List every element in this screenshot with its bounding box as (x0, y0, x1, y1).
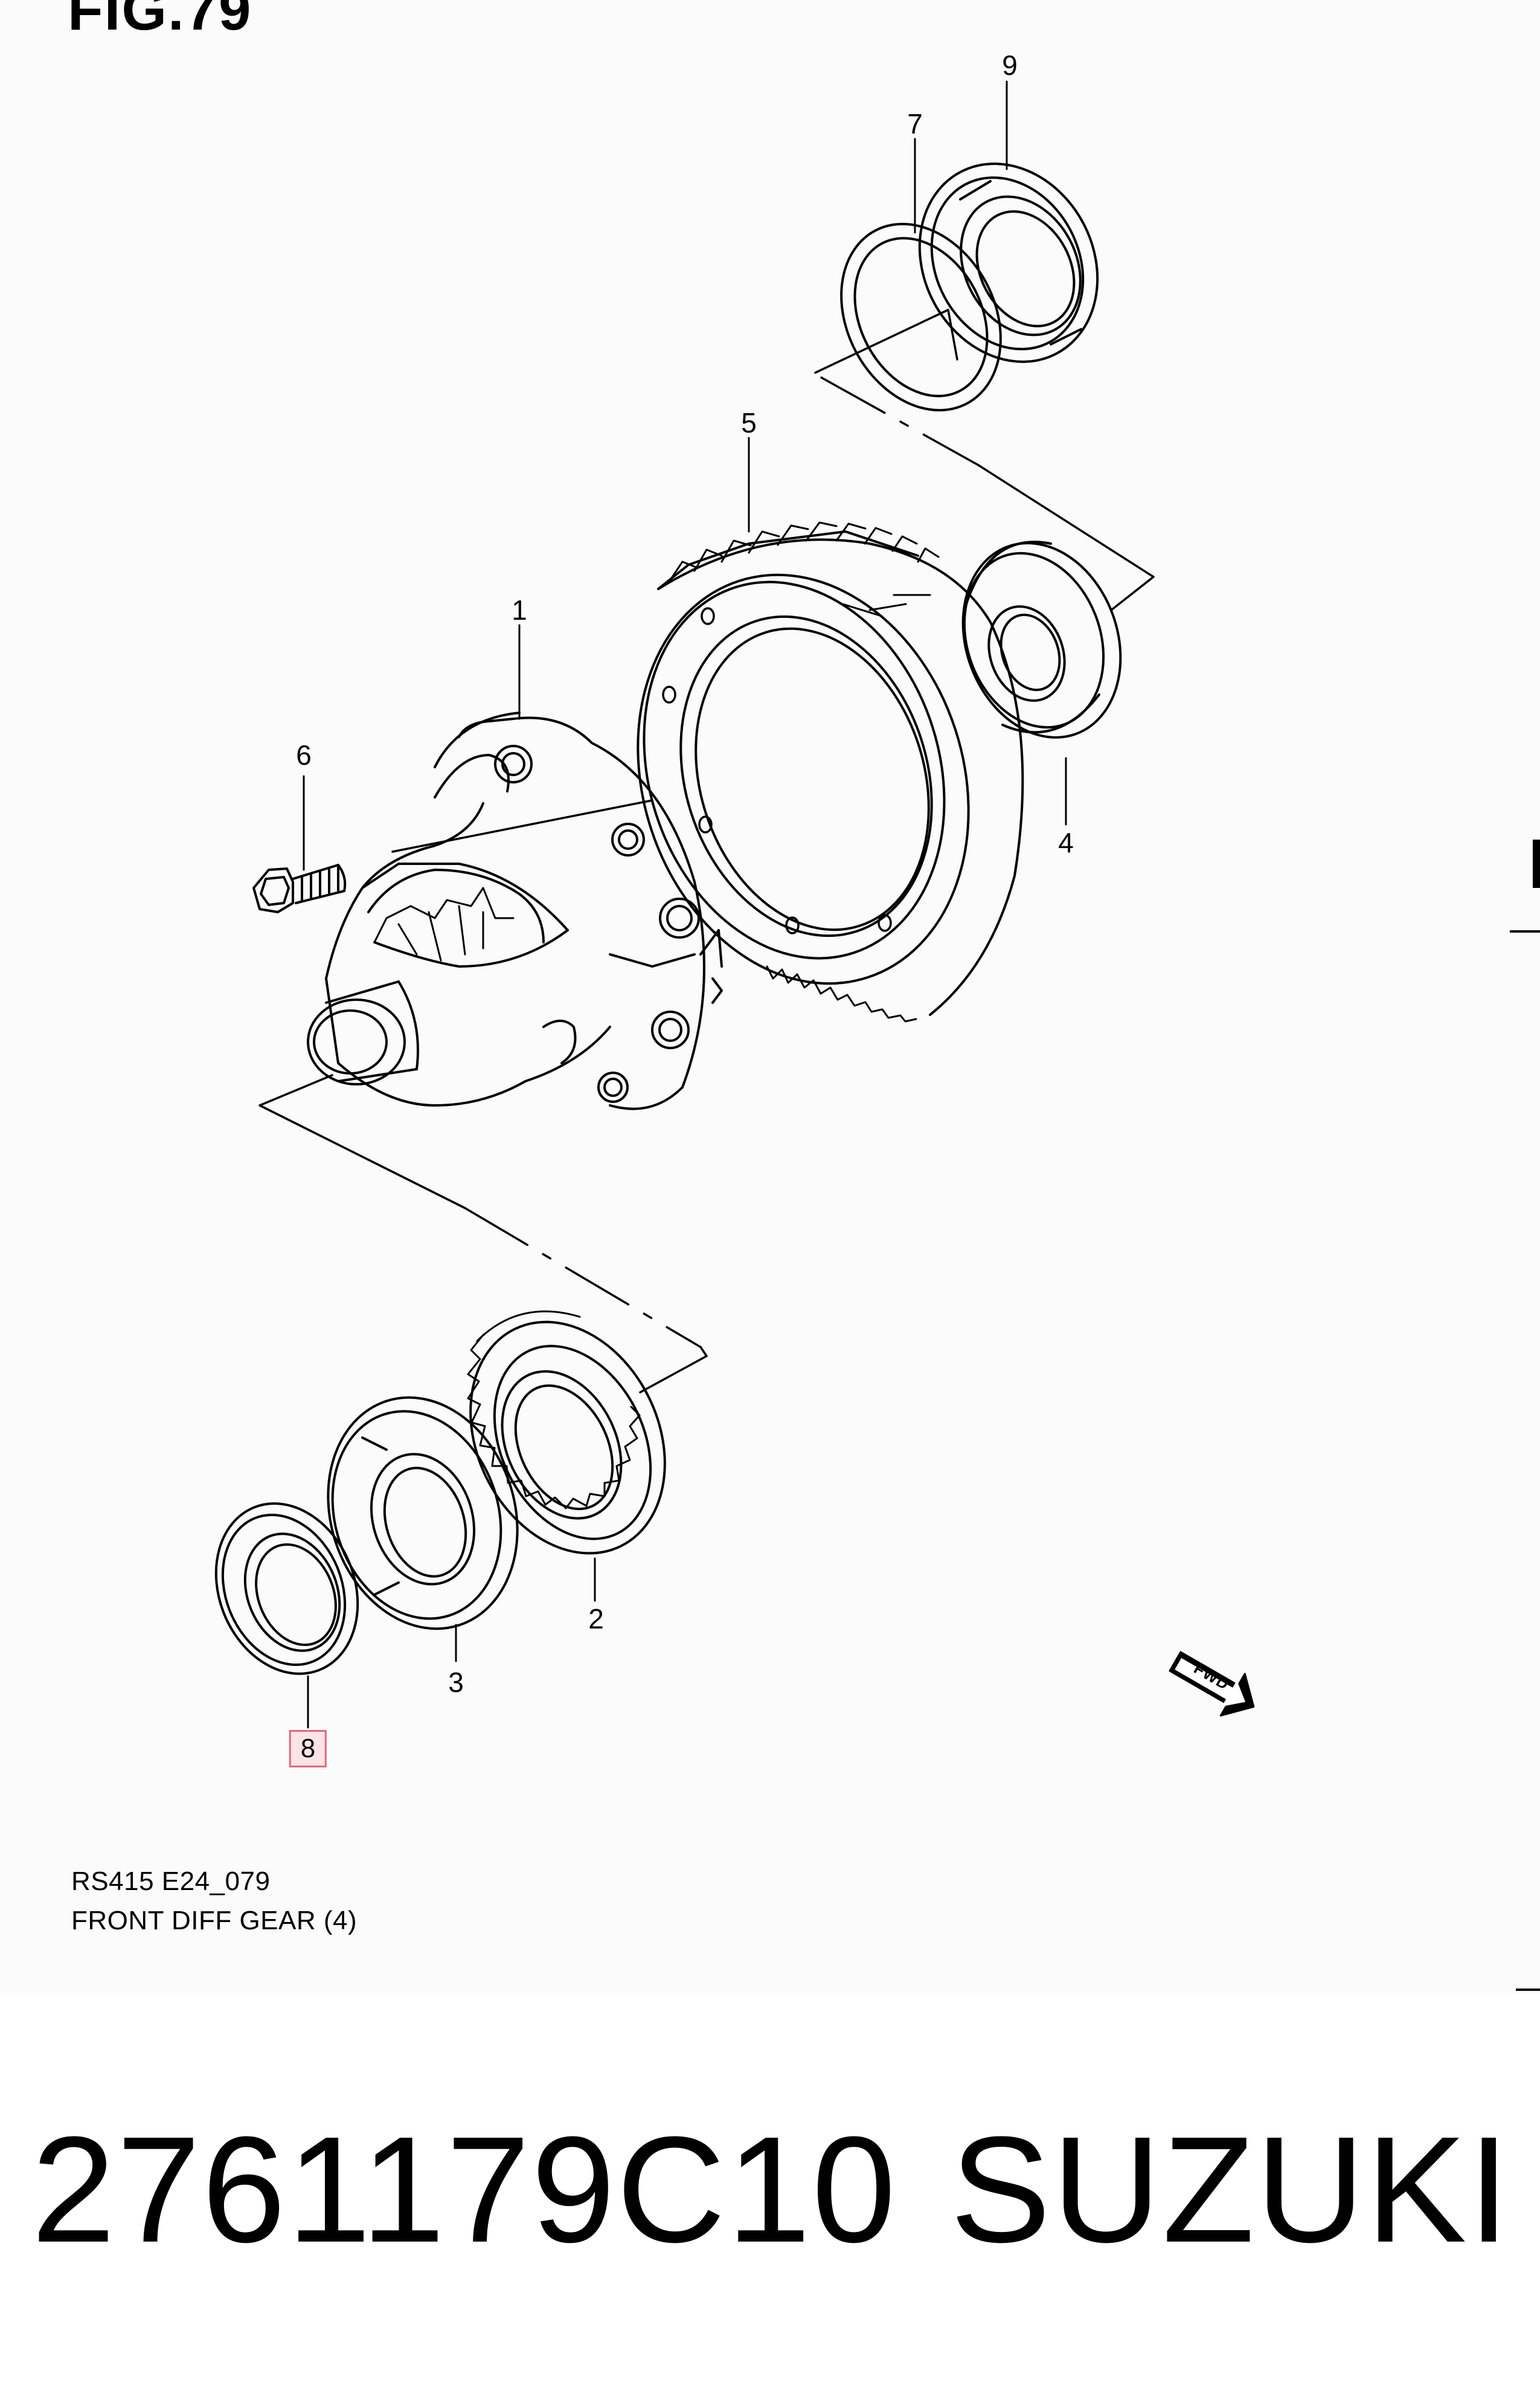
diagram-code: RS415 E24_079 (71, 1866, 271, 1896)
side-gear-2 (467, 1310, 666, 1555)
guide-line-lower-right (639, 1346, 708, 1394)
edge-mark-bottom (1516, 1989, 1540, 1991)
bolt-6 (252, 864, 347, 913)
callout-4[interactable]: 4 (1058, 827, 1074, 858)
guide-line-upper-left (814, 309, 958, 374)
edge-mark-mid (1510, 930, 1540, 933)
callout-3[interactable]: 3 (448, 1667, 464, 1698)
exploded-diagram (214, 80, 1255, 1729)
guide-line-upper-right (977, 464, 1155, 611)
figure-title: FIG.79 (68, 0, 252, 42)
assembly-guide-lines (258, 309, 1155, 1394)
differential-case-1 (307, 712, 723, 1110)
callout-2[interactable]: 2 (588, 1603, 604, 1635)
bearing-lower-3 (327, 1396, 519, 1630)
callout-5[interactable]: 5 (741, 407, 757, 439)
oil-seal-upper-9 (918, 162, 1099, 363)
oil-seal-lower-8 (214, 1502, 359, 1675)
guide-line-lower (464, 1207, 702, 1348)
guide-line-upper (820, 376, 980, 466)
callout-8-highlighted[interactable]: 8 (289, 1730, 327, 1767)
fwd-arrow-icon (1169, 1651, 1255, 1717)
callout-1[interactable]: 1 (512, 594, 527, 626)
edge-mark-top (1533, 840, 1540, 888)
product-line: 2761179C10 SUZUKI (31, 2114, 1511, 2265)
diagram-name: FRONT DIFF GEAR (4) (71, 1906, 358, 1935)
part-number: 2761179C10 (31, 2105, 897, 2274)
callout-6[interactable]: 6 (296, 739, 312, 771)
guide-line-lower-left (258, 1074, 466, 1209)
callout-9[interactable]: 9 (1002, 50, 1018, 81)
ring-gear-5 (637, 521, 1024, 1023)
leader-lines (303, 80, 1067, 1729)
shim-ring-7 (840, 222, 1002, 412)
diagram-sheet: FIG.79 (68, 0, 1540, 1991)
guide-line-bolt (391, 799, 653, 853)
brand-name: SUZUKI (950, 2105, 1511, 2274)
callout-7[interactable]: 7 (907, 108, 923, 140)
bearing-upper-4 (961, 541, 1122, 739)
